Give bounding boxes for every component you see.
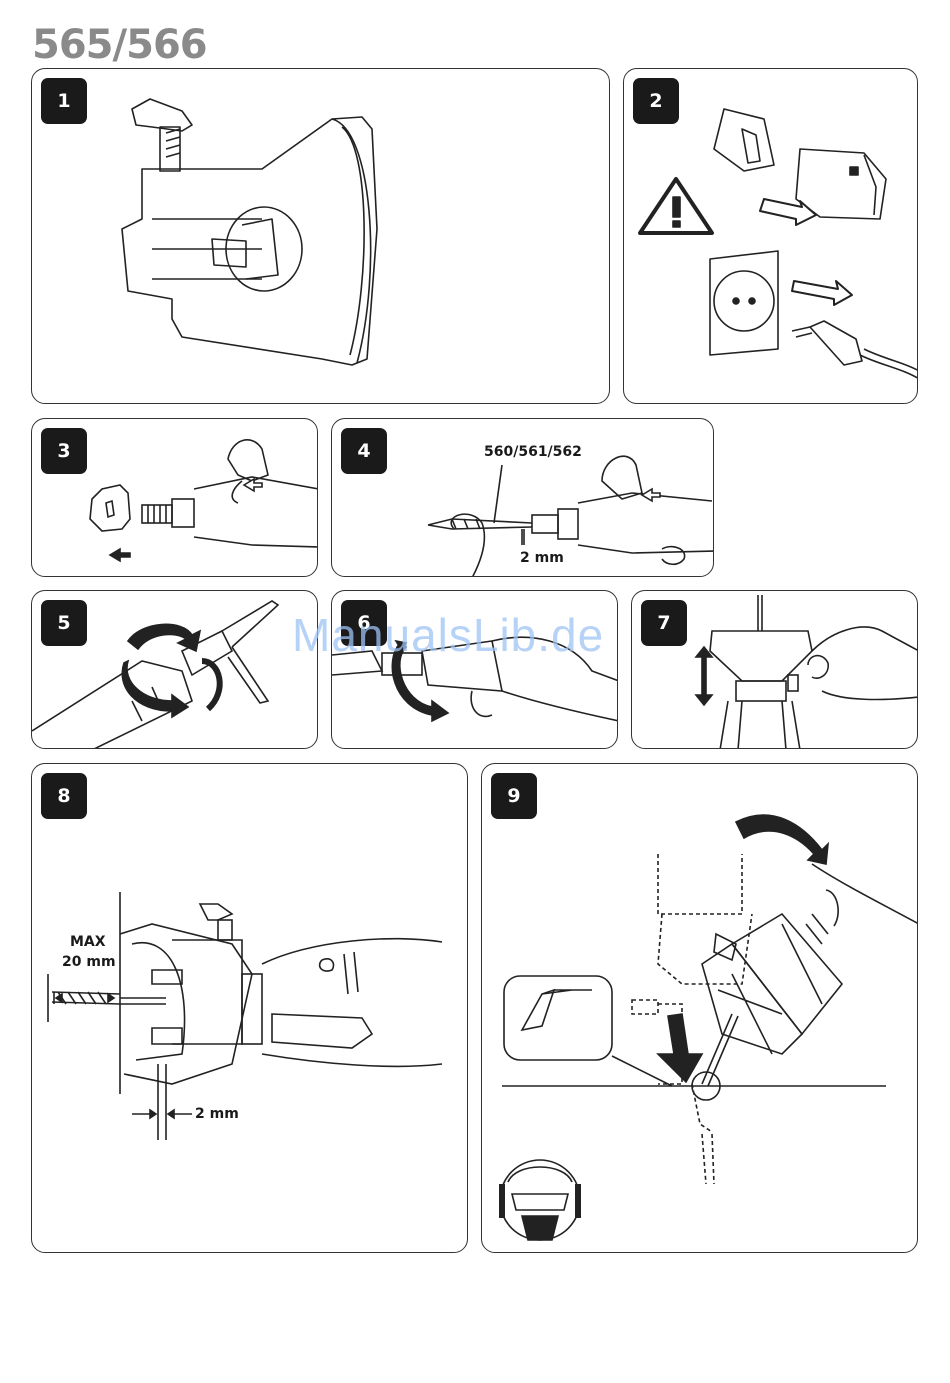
model-numbers-label: 560/561/562 (484, 444, 582, 460)
bit-gap-label: 2 mm (195, 1106, 239, 1122)
wall-socket-icon (710, 251, 778, 355)
plug-icon (792, 321, 918, 379)
step-7-badge: 7 (641, 600, 687, 646)
cutting-guide-illustration (32, 69, 610, 404)
rotate-arrow-icon (128, 624, 200, 651)
step-8-panel: 8 MAX 20 mm 2 mm (31, 763, 468, 1253)
collet-gap-label: 2 mm (520, 550, 564, 566)
measure-depth-illustration (32, 764, 468, 1253)
step-8-badge: 8 (41, 773, 87, 819)
step-1-badge: 1 (41, 78, 87, 124)
page-title: 565/566 (32, 22, 207, 68)
step-1-panel: 1 (31, 68, 610, 404)
sharpen-bit-illustration (482, 764, 918, 1253)
safety-goggles-mask-icon (500, 1160, 580, 1240)
watermark: ManualsLib.de (292, 608, 604, 662)
double-arrow-icon (696, 647, 712, 705)
step-2-panel: 2 (623, 68, 918, 404)
step-7-panel: 7 (631, 590, 918, 749)
step-3-panel: 3 (31, 418, 318, 577)
step-9-panel: 9 (481, 763, 918, 1253)
max-label: MAX (70, 934, 106, 950)
step-2-badge: 2 (633, 78, 679, 124)
step-4-panel: 4 560/561/562 2 mm (331, 418, 714, 577)
step-9-badge: 9 (491, 773, 537, 819)
step-5-panel: 5 (31, 590, 318, 749)
warning-triangle-icon (640, 179, 712, 233)
pull-arrow-icon (110, 549, 130, 561)
max-depth-label: 20 mm (62, 954, 116, 970)
step-4-badge: 4 (341, 428, 387, 474)
step-5-badge: 5 (41, 600, 87, 646)
step-3-badge: 3 (41, 428, 87, 474)
